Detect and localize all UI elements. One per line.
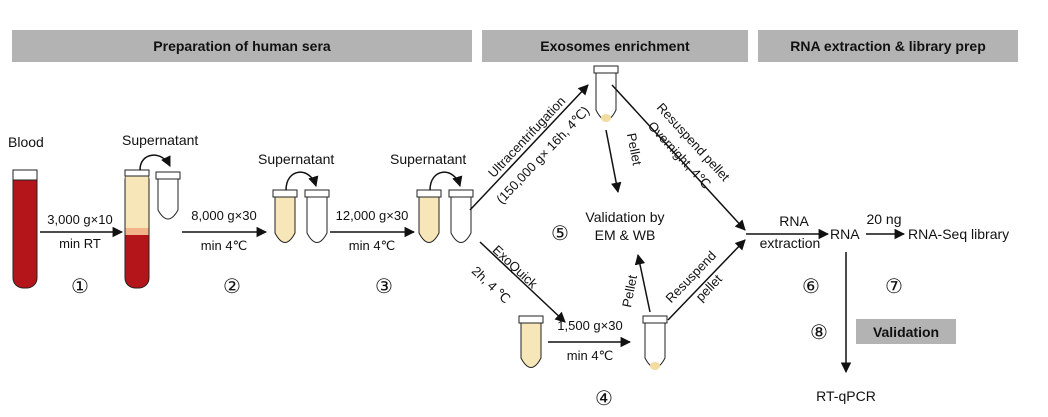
supernatant-label-2: Supernatant xyxy=(258,151,334,167)
validation-badge: Validation xyxy=(856,319,956,344)
step-6-number: ⑥ xyxy=(802,274,820,298)
blood-label: Blood xyxy=(8,134,44,150)
pellet-validation-arrow-top xyxy=(605,129,622,194)
spin2-label-1: 8,000 g×30 xyxy=(191,208,256,223)
resuspend-arrow-top xyxy=(611,84,746,231)
transfer-arrow-1 xyxy=(139,154,171,171)
spin1-label-2: min RT xyxy=(59,236,101,251)
header-prep: Preparation of human sera xyxy=(12,30,472,62)
pellet-validation-arrow-bottom xyxy=(634,253,651,313)
validation-em-label-2: EM & WB xyxy=(595,227,656,243)
rna-label: RNA xyxy=(830,226,860,242)
step-3-number: ③ xyxy=(375,274,393,298)
blood-tube xyxy=(12,169,38,289)
empty-tube-2 xyxy=(304,189,330,243)
exoquick-serum-tube xyxy=(518,315,544,368)
header-rna: RNA extraction & library prep xyxy=(758,30,1018,62)
spin4-label-2: min 4℃ xyxy=(567,348,613,363)
validation-badge-label: Validation xyxy=(873,324,939,340)
header-exosome: Exosomes enrichment xyxy=(482,30,748,62)
step-4-number: ④ xyxy=(595,386,613,410)
rna-seq-library-label: RNA-Seq library xyxy=(908,226,1009,242)
exoquick-pellet-tube xyxy=(642,315,668,370)
step-7-number: ⑦ xyxy=(885,274,903,298)
empty-tube-3 xyxy=(448,189,474,243)
pellet-label-bottom: Pellet xyxy=(619,273,640,308)
header-exosome-bar xyxy=(482,30,748,62)
spin1-label-1: 3,000 g×10 xyxy=(47,212,112,227)
serum-tube-2 xyxy=(272,189,298,243)
spin2-label-2: min 4℃ xyxy=(201,238,247,253)
exoquick-arrow xyxy=(479,241,566,323)
supernatant-label-1: Supernatant xyxy=(122,132,198,148)
step-1-number: ① xyxy=(71,274,89,298)
spin3-label-2: min 4℃ xyxy=(349,238,395,253)
rt-qpcr-label: RT-qPCR xyxy=(816,388,876,404)
supernatant-label-3: Supernatant xyxy=(390,151,466,167)
header-rna-bar xyxy=(758,30,1018,62)
input-amount-label: 20 ng xyxy=(866,211,901,227)
rna-extraction-label-2: extraction xyxy=(760,235,821,251)
spin3-label-1: 12,000 g×30 xyxy=(336,208,409,223)
step-8-number: ⑧ xyxy=(810,320,828,344)
header-prep-label: Preparation of human sera xyxy=(153,38,331,54)
rna-extraction-label-1: RNA xyxy=(779,213,809,229)
resuspend-arrow-bottom xyxy=(667,239,746,321)
step-5-number: ⑤ xyxy=(551,221,569,245)
transfer-arrow-2 xyxy=(285,171,319,191)
pellet-label-top: Pellet xyxy=(624,132,645,167)
step-2-number: ② xyxy=(223,274,241,298)
spin4-label-1: 1,500 g×30 xyxy=(557,318,622,333)
validation-em-label-1: Validation by xyxy=(585,209,664,225)
header-prep-bar xyxy=(12,30,472,62)
ultracentrifugation-arrow xyxy=(469,84,589,211)
small-empty-tube-1 xyxy=(155,171,181,220)
header-exosome-label: Exosomes enrichment xyxy=(540,38,690,54)
ultracentrifuge-pellet-tube xyxy=(593,65,619,122)
validation-badge-bg xyxy=(856,319,956,344)
transfer-arrow-3 xyxy=(429,171,463,191)
exoquick-label-2: 2h, 4 ℃ xyxy=(469,263,514,306)
separated-blood-tube xyxy=(124,169,150,289)
header-rna-label: RNA extraction & library prep xyxy=(790,38,986,54)
serum-tube-3 xyxy=(416,189,442,243)
